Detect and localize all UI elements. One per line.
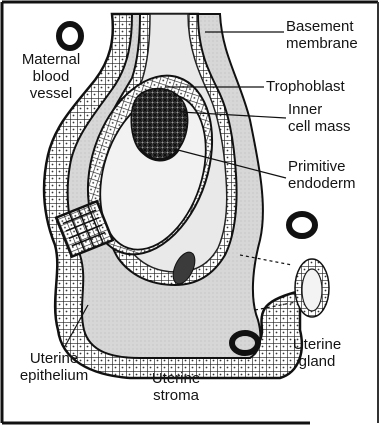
blood-vessel-ring-1	[59, 24, 81, 48]
label-uterine-gland: Uterine gland	[282, 336, 352, 370]
label-trophoblast: Trophoblast	[266, 78, 345, 95]
label-primitive-endoderm: Primitive endoderm	[288, 158, 356, 192]
label-uterine-epithelium: Uterine epithelium	[10, 350, 98, 384]
uterine-gland-drawing	[295, 259, 329, 317]
label-maternal-blood-vessel: Maternal blood vessel	[14, 51, 88, 102]
label-basement-membrane: Basement membrane	[286, 18, 358, 52]
label-uterine-stroma: Uterine stroma	[138, 370, 214, 404]
label-inner-cell-mass: Inner cell mass	[288, 101, 351, 135]
blood-vessel-ring-2	[289, 214, 315, 236]
